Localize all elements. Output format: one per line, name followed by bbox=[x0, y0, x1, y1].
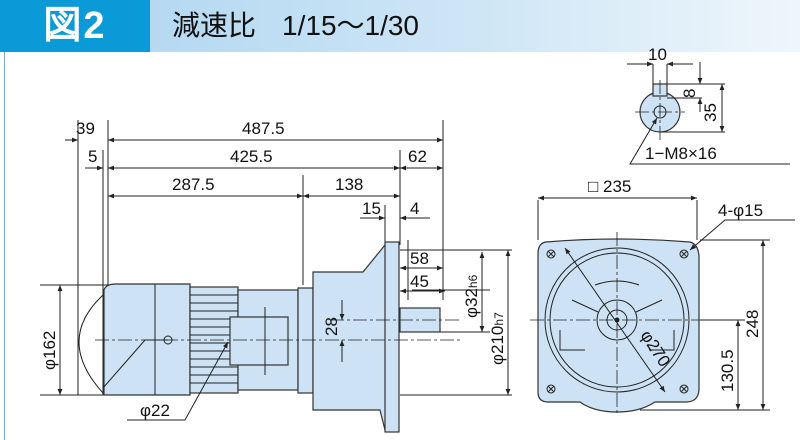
dim-5: 5 bbox=[88, 147, 97, 166]
side-view: 39 487.5 5 425.5 62 287.5 138 15 4 58 45… bbox=[40, 119, 512, 433]
end-view: □ 235 4-φ15 φ270 248 130.5 bbox=[530, 177, 795, 415]
dim-4: 4 bbox=[410, 199, 419, 218]
dim-square-235: □ 235 bbox=[588, 177, 631, 196]
dim-8: 8 bbox=[680, 89, 699, 98]
reduction-ratio: 1/15～1/30 bbox=[282, 10, 420, 41]
gearbox bbox=[312, 244, 396, 431]
dim-phi162: φ162 bbox=[40, 331, 59, 370]
fan-arc bbox=[78, 294, 104, 394]
dim-45: 45 bbox=[410, 272, 429, 291]
dim-130-5: 130.5 bbox=[718, 349, 737, 392]
dim-287-5: 287.5 bbox=[172, 175, 215, 194]
terminal-box bbox=[229, 316, 289, 366]
adapter bbox=[297, 287, 314, 394]
dim-425-5: 425.5 bbox=[230, 147, 273, 166]
left-rule bbox=[4, 52, 5, 440]
dim-10: 10 bbox=[648, 45, 667, 64]
dim-tap-m8x16: 1−M8×16 bbox=[645, 144, 717, 163]
dim-28: 28 bbox=[322, 317, 341, 336]
header-bar: 図2 減速比 1/15～1/30 bbox=[0, 0, 800, 52]
mounting-hole-icons bbox=[546, 249, 689, 394]
dim-62: 62 bbox=[408, 147, 427, 166]
dim-138: 138 bbox=[335, 175, 363, 194]
dim-35: 35 bbox=[701, 103, 720, 122]
dim-58: 58 bbox=[410, 249, 429, 268]
figure-label: 図2 bbox=[0, 0, 150, 52]
title-text: 減速比 bbox=[172, 10, 257, 41]
flange bbox=[384, 241, 400, 433]
dim-39: 39 bbox=[76, 119, 95, 138]
dim-15: 15 bbox=[362, 199, 381, 218]
dim-phi32: φ32h6 bbox=[462, 274, 481, 318]
dim-phi22: φ22 bbox=[140, 401, 170, 420]
shaft-end-view: 10 8 35 1−M8×16 bbox=[627, 45, 790, 165]
dim-4-phi15: 4-φ15 bbox=[718, 201, 763, 220]
dim-phi210: φ210h7 bbox=[488, 312, 507, 365]
header-title: 減速比 1/15～1/30 bbox=[172, 0, 419, 52]
dim-487-5: 487.5 bbox=[242, 119, 285, 138]
dim-248: 248 bbox=[743, 310, 762, 338]
